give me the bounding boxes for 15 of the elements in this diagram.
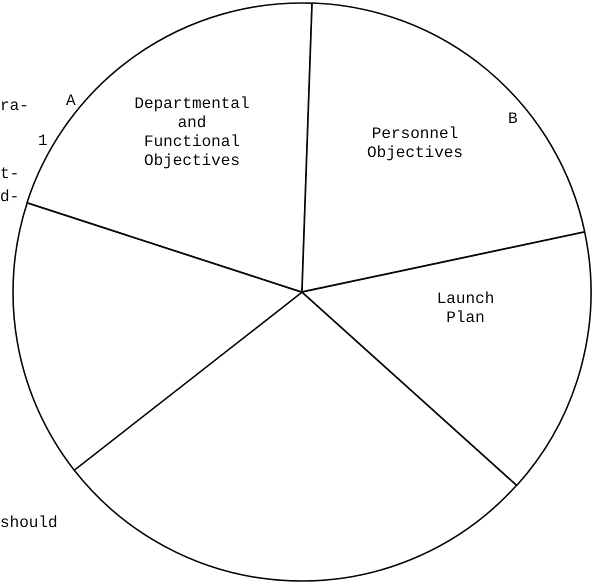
mark-label: 1 bbox=[38, 132, 48, 150]
segment-label: Departmental and Functional Objectives bbox=[133, 95, 251, 171]
cut-off-text: ra- bbox=[0, 97, 29, 115]
cut-off-text: should bbox=[0, 514, 58, 532]
cut-off-text: d- bbox=[0, 188, 20, 206]
pie-segment bbox=[302, 232, 591, 486]
pie-segment bbox=[74, 292, 517, 581]
pie-segment bbox=[13, 202, 302, 470]
pie-segment bbox=[27, 3, 312, 292]
pie-segment bbox=[302, 3, 585, 292]
segment-label: Personnel Objectives bbox=[366, 124, 464, 163]
segment-label: Launch Plan bbox=[436, 290, 496, 328]
cut-off-text: t- bbox=[0, 165, 20, 183]
point-label: B bbox=[508, 110, 518, 128]
point-label: A bbox=[66, 92, 76, 110]
